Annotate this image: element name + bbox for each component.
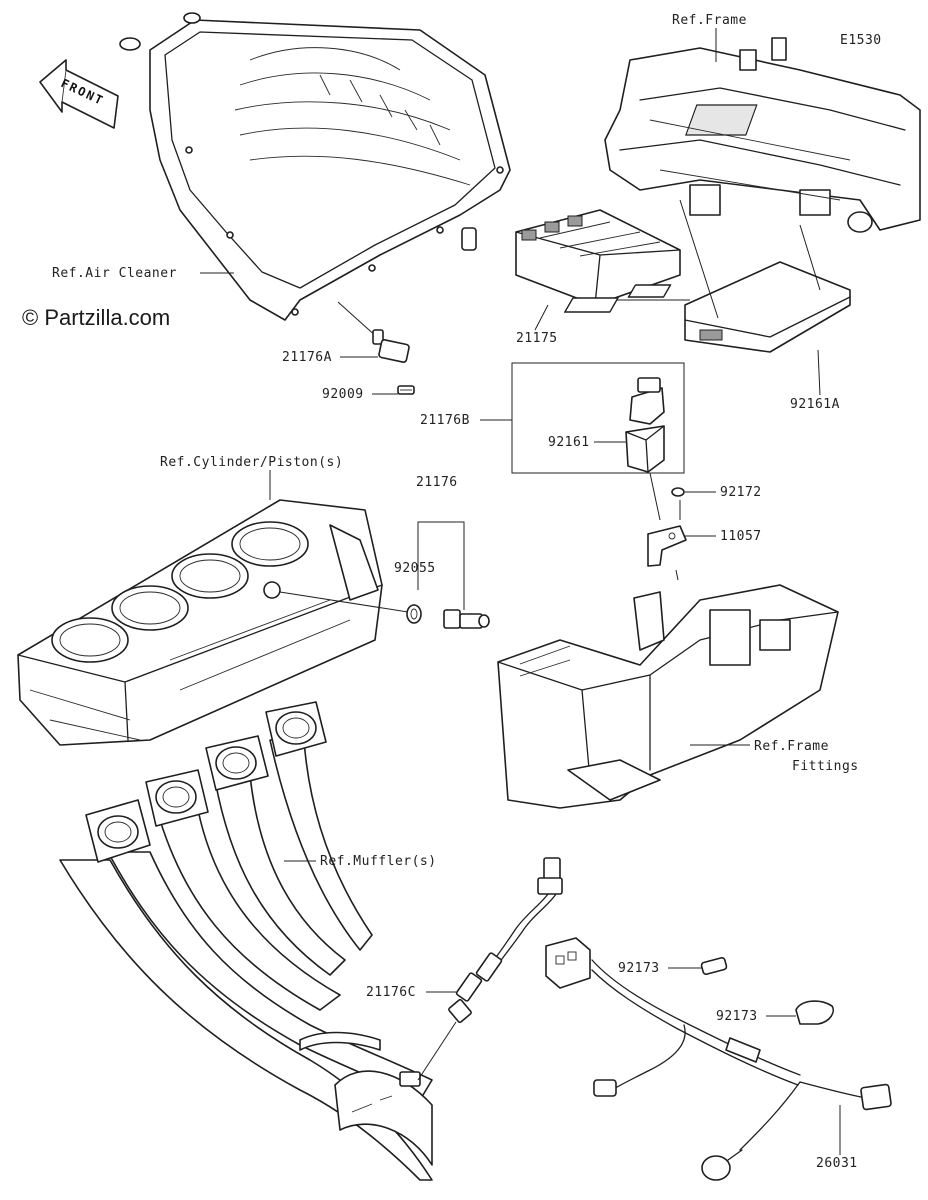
screw-92009-drawing	[397, 385, 415, 395]
watermark: © Partzilla.com	[22, 305, 170, 330]
ref-frame-fittings-label-1: Ref.Frame	[754, 739, 829, 754]
ref-cylinder-label: Ref.Cylinder/Piston(s)	[160, 455, 343, 470]
label-21176B: 21176B	[420, 413, 470, 428]
air-cleaner-drawing	[119, 12, 511, 321]
bracket-11057-drawing	[647, 525, 687, 567]
ref-frame-fittings-label-2: Fittings	[792, 759, 859, 774]
cover-92161-drawing	[625, 425, 665, 473]
label-92173-b: 92173	[716, 1009, 758, 1024]
label-92161: 92161	[548, 435, 590, 450]
screw-92172-drawing	[671, 487, 685, 497]
sensor-21176A-drawing	[372, 329, 410, 363]
ecu-21175-drawing	[515, 209, 681, 306]
label-21175: 21175	[516, 331, 558, 346]
clip-92173a-drawing	[700, 956, 728, 976]
sensor-21176-drawing	[443, 609, 490, 629]
cylinder-block-drawing	[17, 499, 383, 746]
label-92172: 92172	[720, 485, 762, 500]
diagram-code: E1530	[840, 33, 882, 48]
ref-frame-label: Ref.Frame	[672, 13, 747, 28]
harness-26031-drawing	[545, 937, 892, 1181]
label-92055: 92055	[394, 561, 436, 576]
label-21176A: 21176A	[282, 350, 332, 365]
ref-muffler-label: Ref.Muffler(s)	[320, 854, 437, 869]
label-92173-a: 92173	[618, 961, 660, 976]
clip-92173b-drawing	[795, 1000, 834, 1025]
o2-sensor-21176C-drawing	[448, 857, 563, 1024]
label-21176C: 21176C	[366, 985, 416, 1000]
connector-21176B-drawing	[629, 377, 665, 425]
ref-air-cleaner-label: Ref.Air Cleaner	[52, 266, 177, 281]
label-26031: 26031	[816, 1156, 858, 1171]
washer-92055-drawing	[406, 604, 422, 624]
front-arrow-icon: FRONT	[39, 59, 119, 129]
frame-drawing	[604, 37, 921, 233]
label-92009: 92009	[322, 387, 364, 402]
label-21176: 21176	[416, 475, 458, 490]
exhaust-headers-drawing	[59, 701, 433, 1181]
holder-92161A-drawing	[563, 261, 851, 353]
label-92161A: 92161A	[790, 397, 840, 412]
label-11057: 11057	[720, 529, 762, 544]
frame-fittings-drawing	[497, 584, 839, 809]
